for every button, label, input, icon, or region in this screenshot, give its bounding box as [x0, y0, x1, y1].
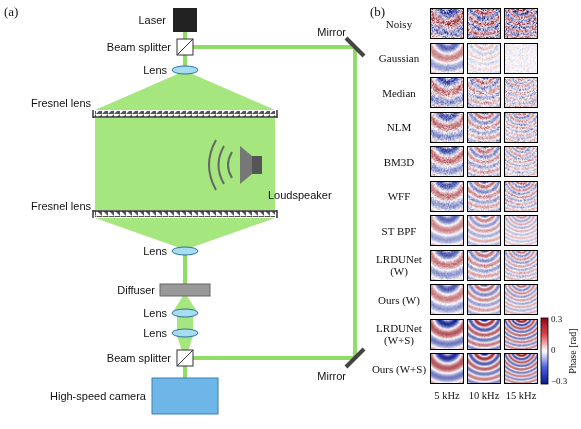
phase-image	[467, 77, 501, 108]
method-label: NLM	[387, 121, 411, 133]
expanded-beam	[177, 316, 193, 330]
phase-image	[504, 284, 538, 315]
phase-image	[504, 146, 538, 177]
method-label: Ours (W+S)	[372, 362, 426, 374]
method-label: Gaussian	[379, 52, 419, 64]
phase-image	[430, 43, 464, 74]
lens	[172, 66, 198, 74]
phase-image	[467, 215, 501, 246]
laser-body	[173, 8, 197, 32]
phase-image	[467, 43, 501, 74]
phase-image	[430, 319, 464, 350]
lens	[172, 247, 198, 255]
frequency-label: 5 kHz	[434, 390, 459, 402]
phase-image	[504, 8, 538, 39]
frequency-label: 15 kHz	[506, 390, 537, 402]
lens	[172, 309, 198, 317]
phase-image	[467, 146, 501, 177]
method-label: Noisy	[386, 17, 412, 29]
method-label: Ours (W)	[378, 293, 420, 305]
phase-image	[504, 353, 538, 384]
colorbar	[541, 318, 548, 384]
part-label: High-speed camera	[50, 390, 146, 402]
beam-splitter	[177, 350, 193, 366]
method-label: LRDUNet (W)	[371, 253, 427, 277]
beam-splitter	[177, 39, 193, 55]
expanded-beam	[95, 73, 275, 110]
tick-label: 0	[551, 346, 556, 356]
method-label: WFF	[388, 190, 411, 202]
part-label: Mirror	[317, 26, 346, 38]
part-label: Fresnel lens	[31, 200, 91, 212]
part-label: Lens	[143, 327, 167, 339]
phase-image	[467, 353, 501, 384]
expanded-beam	[177, 336, 193, 351]
phase-image	[467, 112, 501, 143]
part-label: Fresnel lens	[31, 97, 91, 109]
part-label: Mirror	[317, 370, 346, 382]
method-label: LRDUNet (W+S)	[371, 322, 427, 346]
part-label: Lens	[143, 64, 167, 76]
part-label: (b)	[370, 5, 385, 19]
phase-image	[430, 250, 464, 281]
phase-image	[430, 112, 464, 143]
part-label: Loudspeaker	[268, 189, 332, 201]
loudspeaker-symbol	[209, 140, 262, 190]
method-label: Median	[382, 86, 416, 98]
phase-image	[467, 8, 501, 39]
expanded-beam	[95, 218, 275, 248]
beam-splitter	[177, 350, 193, 366]
expanded-beam	[174, 296, 196, 310]
part-label: Diffuser	[117, 284, 155, 296]
phase-image	[504, 112, 538, 143]
tick-label: −0.3	[551, 377, 567, 387]
phase-image	[467, 319, 501, 350]
phase-image	[504, 181, 538, 212]
axis-label: Phase [rad]	[567, 328, 578, 373]
phase-image	[504, 250, 538, 281]
part-label: Laser	[138, 14, 166, 26]
high-speed-camera	[152, 378, 218, 414]
phase-image	[430, 146, 464, 177]
part-label: Beam splitter	[107, 352, 171, 364]
diffuser	[160, 284, 210, 296]
fresnel-lens	[93, 110, 277, 218]
phase-image	[430, 215, 464, 246]
mirror	[346, 38, 364, 56]
part-label: Lens	[143, 245, 167, 257]
phase-image	[504, 319, 538, 350]
tick-label: 0.3	[551, 315, 562, 325]
phase-image	[430, 181, 464, 212]
phase-image	[504, 215, 538, 246]
lens	[172, 329, 198, 337]
beam-splitter	[177, 39, 193, 55]
mirror	[346, 349, 364, 367]
frequency-label: 10 kHz	[469, 390, 500, 402]
phase-image	[430, 77, 464, 108]
method-label: ST BPF	[382, 224, 417, 236]
method-label: BM3D	[384, 155, 415, 167]
part-label: Lens	[143, 307, 167, 319]
phase-image	[504, 77, 538, 108]
phase-image	[467, 284, 501, 315]
phase-image	[467, 181, 501, 212]
part-label: (a)	[4, 5, 18, 19]
expanded-beam	[95, 118, 275, 210]
phase-image	[430, 353, 464, 384]
phase-image	[467, 250, 501, 281]
phase-image	[430, 284, 464, 315]
part-label: Beam splitter	[107, 41, 171, 53]
phase-image	[430, 8, 464, 39]
phase-image	[504, 43, 538, 74]
